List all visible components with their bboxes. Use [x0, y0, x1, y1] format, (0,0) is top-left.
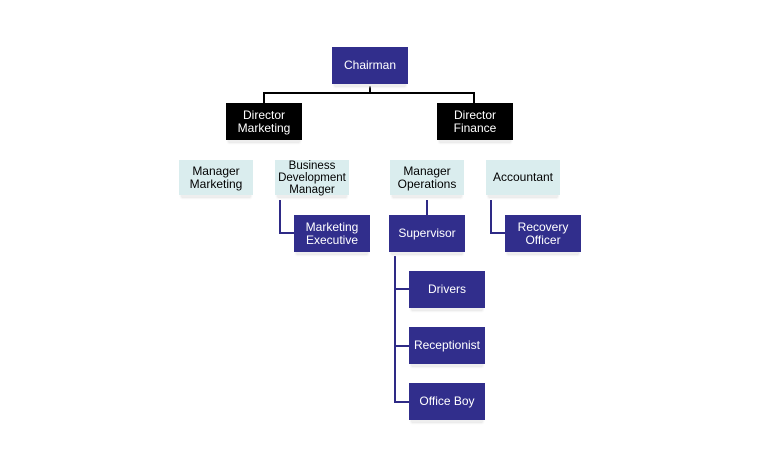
connector-bdm-executive-h [279, 232, 294, 234]
connector-bdm-executive [279, 200, 281, 234]
node-supervisor: Supervisor [389, 215, 465, 252]
node-director-marketing: Director Marketing [226, 103, 302, 140]
node-drivers: Drivers [409, 271, 485, 308]
node-marketing-executive: Marketing Executive [294, 215, 370, 252]
node-manager-operations: Manager Operations [390, 160, 464, 195]
connector-drivers [394, 288, 409, 290]
node-director-finance: Director Finance [437, 103, 513, 140]
connector-receptionist [394, 345, 409, 347]
connector-ops-supervisor [426, 200, 428, 215]
connector-director-marketing [263, 92, 265, 103]
connector-accountant-recovery-h [490, 232, 505, 234]
connector-office-boy [394, 401, 409, 403]
node-chairman: Chairman [332, 47, 408, 84]
connector-supervisor-staff [394, 256, 396, 403]
connector-accountant-recovery [490, 200, 492, 234]
node-receptionist: Receptionist [409, 327, 485, 364]
node-accountant: Accountant [486, 160, 560, 195]
node-office-boy: Office Boy [409, 383, 485, 420]
connector-director-finance [473, 92, 475, 103]
connector-chairman [369, 84, 371, 94]
connector-directors [263, 92, 475, 94]
node-business-development-manager: Business Development Manager [275, 160, 349, 196]
node-recovery-officer: Recovery Officer [505, 215, 581, 252]
node-manager-marketing: Manager Marketing [179, 160, 253, 195]
